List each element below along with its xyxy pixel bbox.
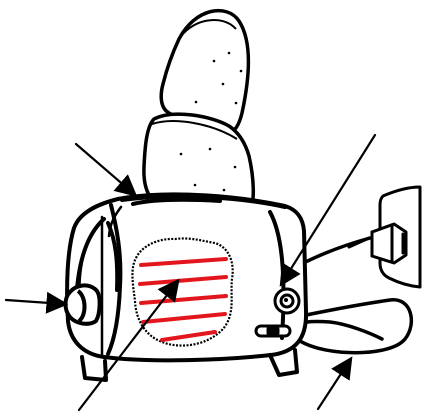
wall-plug-icon [347,185,422,289]
side-slider [254,324,292,338]
arrow-lever [4,291,69,314]
bread-slice-icon [142,8,255,220]
arrow-knob [279,133,377,287]
lever [63,283,102,326]
arrow-icon [4,133,377,412]
arrow-slot [74,142,138,197]
control-knob [273,287,301,315]
arrow-cord [316,356,353,411]
arrow-heating-element [77,278,180,412]
heating-element [138,257,228,342]
cutaway-window [131,237,234,347]
